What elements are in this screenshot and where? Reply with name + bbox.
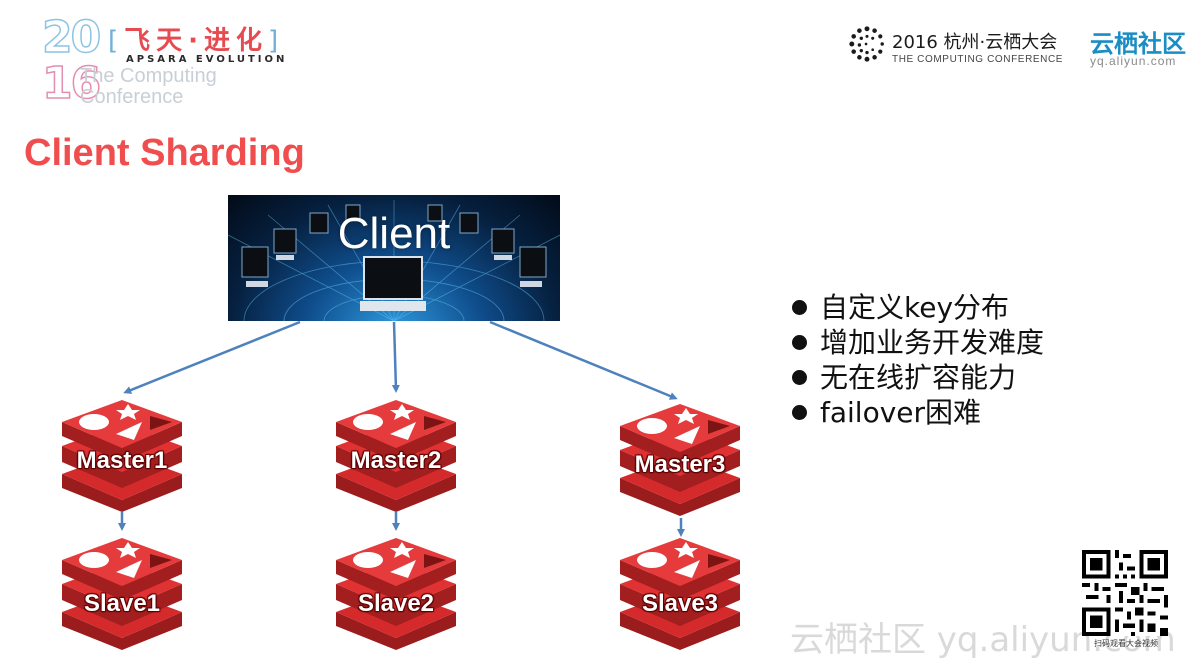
bullet-text: 自定义key分布 [820,291,1010,324]
slave3-node: Slave3 [616,538,744,650]
computing-conference-text: The Computing Conference [80,66,217,108]
master2-node: Master2 [332,400,460,512]
year-2016-mark: 20 16 [41,12,102,110]
bullet-dot-icon [792,335,807,350]
client-image: Client [228,195,560,321]
apsara-english-title: APSARA EVOLUTION [126,54,288,65]
apsara-cn-text: 飞天·进化 [124,26,269,56]
master3-label: Master3 [634,451,726,478]
conference-title: 2016 杭州·云栖大会 [892,32,1058,53]
slave2-label: Slave2 [357,590,435,617]
bullet-item: 自定义key分布 [792,290,1044,325]
community-name: 云栖社区 [1090,30,1186,58]
client-network-illustration [228,200,560,321]
community-url: yq.aliyun.com [1090,54,1177,68]
qr-caption: 扫码观看大会视频 [1094,639,1158,648]
slave1-label: Slave1 [83,590,161,617]
arrow-client-to-master1 [123,320,301,394]
bullet-text: failover困难 [820,396,982,429]
arrow-client-to-master2 [391,321,400,393]
bullet-text: 增加业务开发难度 [820,326,1045,359]
master2-label: Master2 [350,447,442,474]
bullet-list: 自定义key分布 增加业务开发难度 无在线扩容能力 failover困难 [792,290,1044,430]
year-bottom-digits: 16 [41,58,102,109]
qr-code-icon[interactable] [1082,550,1168,636]
client-label: Client [337,209,451,258]
arrow-client-to-master3 [489,320,678,400]
bullet-item: failover困难 [792,395,1044,430]
bullet-dot-icon [792,405,807,420]
apsara-conference-logo: 20 16 The Computing Conference [飞天·进化] A… [41,12,302,114]
computing-line-1: The Computing [80,65,217,87]
slave1-node: Slave1 [58,538,186,650]
master3-node: Master3 [616,404,744,516]
slave2-node: Slave2 [332,538,460,650]
bullet-text: 无在线扩容能力 [820,361,1017,394]
master1-node: Master1 [58,400,186,512]
slave3-label: Slave3 [641,590,719,617]
bullet-item: 增加业务开发难度 [792,325,1044,360]
yunqi-conference-logo: 2016 杭州·云栖大会 THE COMPUTING CONFERENCE 云栖… [844,22,1194,72]
bullet-item: 无在线扩容能力 [792,360,1044,395]
apsara-chinese-title: [飞天·进化] [108,26,285,56]
year-top-digits: 20 [41,12,102,63]
conference-dots-icon [849,26,884,62]
master1-label: Master1 [76,447,168,474]
computing-line-2: Conference [80,86,184,108]
bullet-dot-icon [792,300,807,315]
conference-subtitle: THE COMPUTING CONFERENCE [892,54,1064,65]
bullet-dot-icon [792,370,807,385]
slide-title: Client Sharding [24,132,305,174]
